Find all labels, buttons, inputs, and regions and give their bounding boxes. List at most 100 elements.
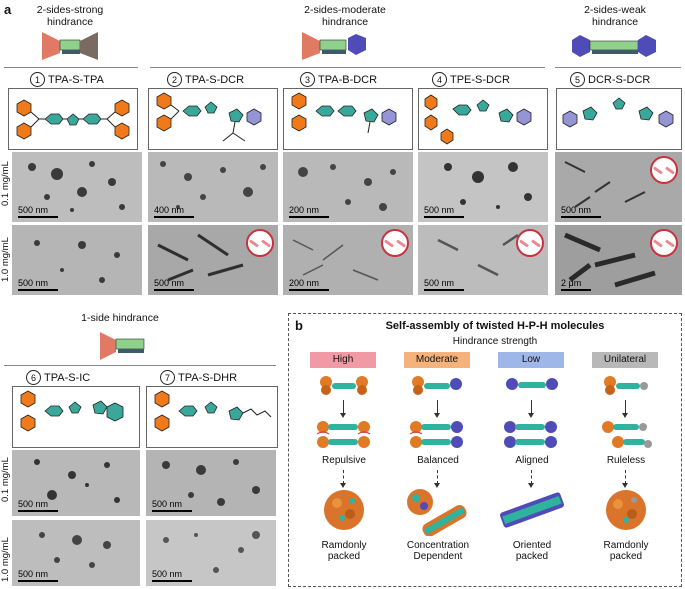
- scale-bar: 500 nm: [424, 278, 464, 291]
- row-label-low: 0.1 mg/mL: [0, 457, 11, 502]
- panel-b-label: b: [295, 318, 303, 333]
- structure-1: [8, 88, 138, 150]
- molecule-label-5: 5 DCR-S-DCR: [570, 72, 650, 87]
- divider: [555, 67, 681, 68]
- molecule-structure-icon: [424, 94, 532, 145]
- structure-7: [146, 386, 278, 448]
- arrow-icon: [622, 470, 628, 488]
- arrow-icon: [340, 400, 346, 418]
- one-side-hindrance-icon: [100, 332, 145, 360]
- scale-bar: 500 nm: [561, 205, 601, 218]
- structure-6: [12, 386, 140, 448]
- interaction-label: Aligned: [515, 455, 549, 466]
- scale-bar: 500 nm: [152, 499, 192, 512]
- result-line: Oriented: [512, 540, 552, 551]
- structure-4: [418, 88, 548, 150]
- result-line: Ramdonly: [321, 540, 367, 551]
- strength-high: High: [310, 352, 376, 368]
- molecule-model-icon: [320, 376, 368, 395]
- tem-image: 200 nm: [283, 152, 413, 222]
- group-title-line: hindrance: [46, 16, 94, 28]
- molecule-label-1: 1 TPA-S-TPA: [30, 72, 104, 87]
- structure-3: [283, 88, 413, 150]
- molecule-model-icon: [412, 376, 462, 395]
- molecule-structure-icon: [562, 97, 674, 128]
- molecule-model-icon: [506, 378, 558, 390]
- tem-image: 500 nm: [146, 450, 276, 516]
- molecule-number: 7: [160, 370, 175, 385]
- strength-moderate: Moderate: [404, 352, 470, 368]
- molecule-structure-icon: [16, 99, 130, 140]
- rod-morphology-icon: [246, 229, 274, 257]
- tem-image: 500 nm: [418, 152, 548, 222]
- group-title-moderate: 2-sides-moderate hindrance: [290, 4, 400, 28]
- molecule-name: TPE-S-DCR: [450, 73, 510, 86]
- arrow-icon: [434, 400, 440, 418]
- molecule-name: DCR-S-DCR: [588, 73, 651, 86]
- result-label: Ramdonly packed: [304, 540, 384, 562]
- row-label-high: 1.0 mg/mL: [0, 537, 11, 582]
- arrow-icon: [340, 470, 346, 488]
- scale-bar: 400 nm: [154, 205, 194, 218]
- random-aggregate-icon: [324, 490, 364, 530]
- row-label-high: 1.0 mg/mL: [0, 237, 11, 282]
- molecule-number: 3: [300, 72, 315, 87]
- tem-image: 500 nm: [146, 520, 276, 586]
- scale-bar: 200 nm: [289, 278, 329, 291]
- result-line: Concentration: [406, 540, 470, 551]
- panel-b-frame: [288, 313, 682, 587]
- group-title-line: hindrance: [321, 16, 369, 28]
- molecule-pair-icon: [602, 421, 652, 448]
- tem-image: 500 nm: [12, 450, 140, 516]
- molecule-label-4: 4 TPE-S-DCR: [432, 72, 510, 87]
- divider: [4, 365, 276, 366]
- result-line: packed: [515, 551, 549, 562]
- group-title-weak: 2-sides-weak hindrance: [565, 4, 665, 28]
- scale-bar: 500 nm: [424, 205, 464, 218]
- scale-bar: 500 nm: [18, 205, 58, 218]
- group-title-line: hindrance: [591, 16, 639, 28]
- molecule-number: 5: [570, 72, 585, 87]
- strength-low: Low: [498, 352, 564, 368]
- rod-morphology-icon: [516, 229, 544, 257]
- molecule-pair-icon: [316, 421, 371, 448]
- panel-a-label: a: [4, 2, 12, 17]
- tem-image: 500 nm: [12, 520, 140, 586]
- molecule-label-6: 6 TPA-S-IC: [26, 370, 90, 385]
- molecule-number: 6: [26, 370, 41, 385]
- molecule-structure-icon: [156, 92, 262, 142]
- divider: [150, 67, 545, 68]
- panel-b-title: Self-assembly of twisted H-P-H molecules: [385, 320, 605, 332]
- tem-image: 200 nm: [283, 225, 413, 295]
- structure-5: [556, 88, 682, 150]
- structure-2: [148, 88, 278, 150]
- result-label: Ramdonly packed: [586, 540, 666, 562]
- panel-b-subtitle: Hindrance strength: [452, 336, 538, 347]
- result-line: packed: [327, 551, 361, 562]
- rod-morphology-icon: [650, 229, 678, 257]
- random-aggregate-icon: [606, 490, 646, 530]
- result-label: Oriented packed: [492, 540, 572, 562]
- molecule-number: 4: [432, 72, 447, 87]
- scale-bar: 500 nm: [18, 278, 58, 291]
- rod-morphology-icon: [381, 229, 409, 257]
- molecule-name: TPA-S-DHR: [178, 371, 238, 384]
- arrow-icon: [528, 400, 534, 418]
- group-title-line: 2-sides-strong: [36, 4, 104, 16]
- group-title-strong: 2-sides-strong hindrance: [20, 4, 120, 28]
- oriented-rod-icon: [500, 492, 564, 528]
- interaction-label: Ruleless: [606, 455, 646, 466]
- group-title-line: 2-sides-weak: [584, 4, 646, 16]
- scale-bar: 500 nm: [152, 569, 192, 582]
- molecule-number: 2: [167, 72, 182, 87]
- weak-hindrance-icon: [572, 35, 656, 57]
- result-line: Ramdonly: [603, 540, 649, 551]
- scale-bar: 500 nm: [18, 499, 58, 512]
- molecule-pair-icon: [504, 421, 557, 448]
- strength-unilateral: Unilateral: [592, 352, 658, 368]
- tem-image: 400 nm: [148, 152, 278, 222]
- row-label-low: 0.1 mg/mL: [0, 161, 11, 206]
- result-line: packed: [609, 551, 643, 562]
- interaction-label: Repulsive: [322, 455, 366, 466]
- rod-morphology-icon: [650, 156, 678, 184]
